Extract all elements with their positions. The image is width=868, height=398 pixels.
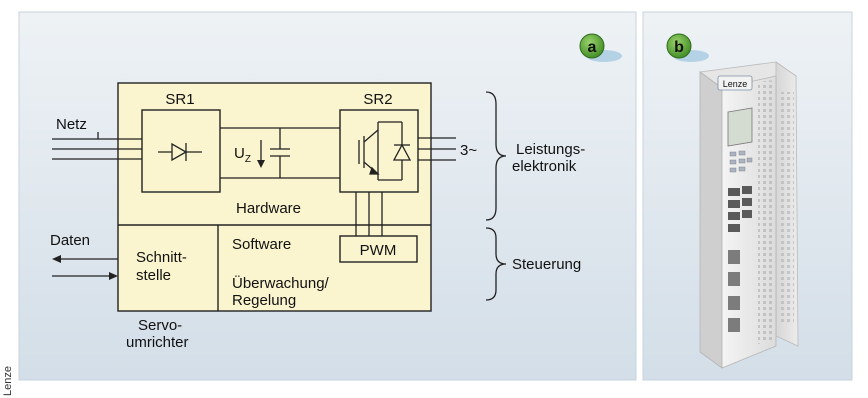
data-out-arrow-icon [52, 255, 118, 263]
pwm-box [339, 235, 418, 263]
hardware-label: Hardware [236, 200, 301, 217]
ueberwachung-label-1: Überwachung/ [232, 274, 330, 292]
output-lines [418, 137, 456, 161]
badge-b-label: b [674, 39, 684, 56]
uz-label: UZ [234, 145, 251, 165]
brace-leistungselektronik-icon [485, 91, 507, 221]
schnittstelle-label-2: stelle [136, 267, 171, 284]
servoumrichter-label-1: Servo- [138, 317, 182, 334]
schnittstelle-label-1: Schnitt- [136, 249, 187, 266]
badge-b: b [666, 33, 709, 62]
lenze-logo: Lenze [723, 79, 748, 89]
servo-drive-device-image: Lenze [698, 61, 799, 369]
capacitor-icon [270, 128, 290, 178]
badge-a-label: a [588, 39, 597, 56]
voltage-arrow-icon [257, 140, 265, 168]
badge-a: a [579, 33, 622, 62]
steuerung-label: Steuerung [512, 256, 581, 273]
igbt-icon [358, 121, 412, 181]
daten-label: Daten [50, 232, 90, 249]
brace-steuerung-icon [485, 227, 507, 301]
mains-lines [52, 132, 142, 160]
sr2-label: SR2 [363, 91, 392, 108]
diode-icon [158, 142, 202, 162]
pwm-connection-lines [355, 192, 383, 236]
sr1-label: SR1 [165, 91, 194, 108]
netz-label: Netz [56, 116, 87, 133]
leistungselektronik-label-2: elektronik [512, 158, 577, 175]
data-in-arrow-icon [52, 272, 118, 280]
ueberwachung-label-2: Regelung [232, 292, 296, 309]
three-phase-label: 3~ [460, 142, 477, 159]
servoumrichter-label-2: umrichter [126, 334, 189, 351]
leistungselektronik-label-1: Leistungs- [516, 141, 585, 158]
pwm-label: PWM [360, 242, 397, 259]
image-credit: Lenze [2, 366, 14, 396]
software-label: Software [232, 236, 291, 253]
